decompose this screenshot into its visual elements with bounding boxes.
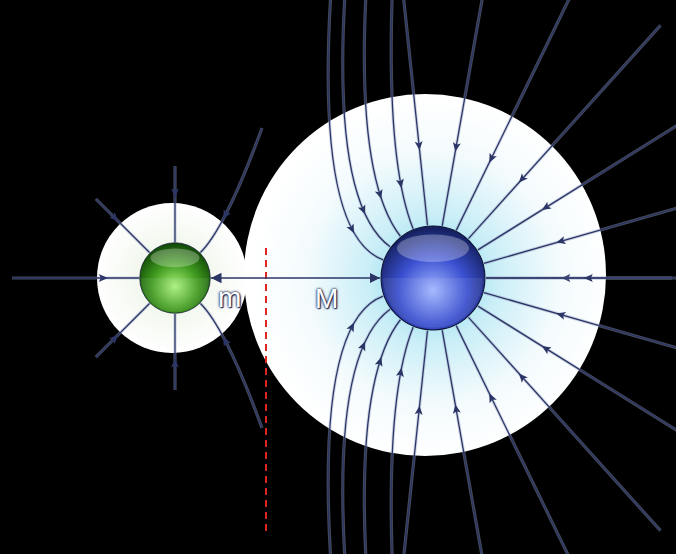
- large-mass: M: [380, 225, 486, 331]
- field-arrow: [540, 343, 552, 355]
- field-line-halo: [12, 276, 139, 279]
- field-line: [174, 166, 175, 242]
- field-line: [12, 277, 139, 278]
- field-line: [484, 293, 676, 372]
- field-line-halo: [96, 199, 150, 253]
- field-line: [200, 128, 262, 253]
- field-arrow: [540, 202, 552, 214]
- field-line: [468, 25, 660, 238]
- sphere-shape: [139, 242, 211, 314]
- field-line-halo: [364, 320, 400, 554]
- field-line: [364, 0, 400, 236]
- field-axis-connector: [211, 277, 380, 279]
- field-line-halo: [343, 309, 390, 554]
- field-arrow: [375, 189, 385, 200]
- mass-label: m: [218, 284, 241, 312]
- field-line-halo: [484, 184, 676, 263]
- field-arrow: [555, 236, 566, 246]
- field-line: [478, 306, 676, 458]
- field-line-halo: [328, 296, 383, 554]
- field-arrow: [415, 405, 424, 415]
- field-line: [442, 330, 492, 554]
- field-line: [468, 317, 660, 530]
- field-line: [478, 98, 676, 250]
- field-line-halo: [478, 98, 676, 250]
- field-line: [328, 296, 383, 554]
- field-lines: [12, 0, 676, 554]
- field-arrow: [584, 274, 593, 282]
- field-line-halo: [468, 317, 660, 530]
- field-line: [96, 303, 150, 357]
- field-line: [174, 314, 175, 390]
- field-arrow: [358, 204, 369, 215]
- field-arrow: [396, 179, 405, 189]
- field-arrow: [220, 209, 231, 221]
- small-mass: m: [139, 242, 211, 314]
- field-arrow: [396, 367, 406, 377]
- field-arrow: [555, 310, 566, 320]
- field-line-halo: [468, 25, 660, 238]
- null-line: [265, 248, 267, 532]
- field-line: [96, 199, 150, 253]
- field-line: [442, 0, 492, 226]
- field-arrow: [171, 189, 179, 198]
- field-line-halo: [391, 0, 413, 229]
- field-arrow: [358, 340, 369, 351]
- field-arrow: [109, 332, 121, 344]
- field-line-halo: [96, 303, 150, 357]
- field-arrow: [109, 212, 121, 224]
- field-line-halo: [486, 276, 676, 279]
- field-arrow: [415, 141, 424, 151]
- field-line: [343, 309, 390, 554]
- field-arrow: [99, 274, 108, 282]
- field-arrow: [220, 335, 231, 347]
- field-arrow: [171, 358, 179, 367]
- field-line-halo: [173, 166, 176, 242]
- field-arrow: [486, 153, 497, 165]
- field-line-halo: [478, 306, 676, 458]
- field-arrow: [375, 356, 385, 367]
- field-line-halo: [397, 0, 427, 225]
- field-line-halo: [200, 128, 262, 253]
- field-line: [328, 0, 383, 260]
- field-line: [397, 0, 427, 225]
- field-arrow: [451, 404, 460, 414]
- field-line: [391, 327, 413, 554]
- field-line-halo: [486, 276, 672, 279]
- field-arrow: [486, 392, 497, 404]
- field-line: [486, 277, 672, 278]
- sphere-shape: [380, 225, 486, 331]
- field-arrow: [516, 371, 528, 383]
- field-line: [484, 184, 676, 263]
- field-arrow: [451, 142, 460, 152]
- field-arrow: [346, 223, 357, 235]
- field-line-halo: [173, 314, 176, 390]
- field-line: [364, 320, 400, 554]
- field-line: [486, 277, 676, 278]
- mass-label: M: [315, 285, 338, 313]
- field-line-halo: [442, 0, 492, 226]
- field-line-halo: [484, 293, 676, 372]
- field-line-halo: [391, 327, 413, 554]
- field-line: [391, 0, 413, 229]
- field-line-halo: [200, 303, 262, 428]
- field-line-halo: [442, 330, 492, 554]
- field-arrow: [346, 321, 357, 333]
- field-arrow: [516, 173, 528, 185]
- field-line: [200, 303, 262, 428]
- field-line-halo: [364, 0, 400, 236]
- field-line-halo: [328, 0, 383, 260]
